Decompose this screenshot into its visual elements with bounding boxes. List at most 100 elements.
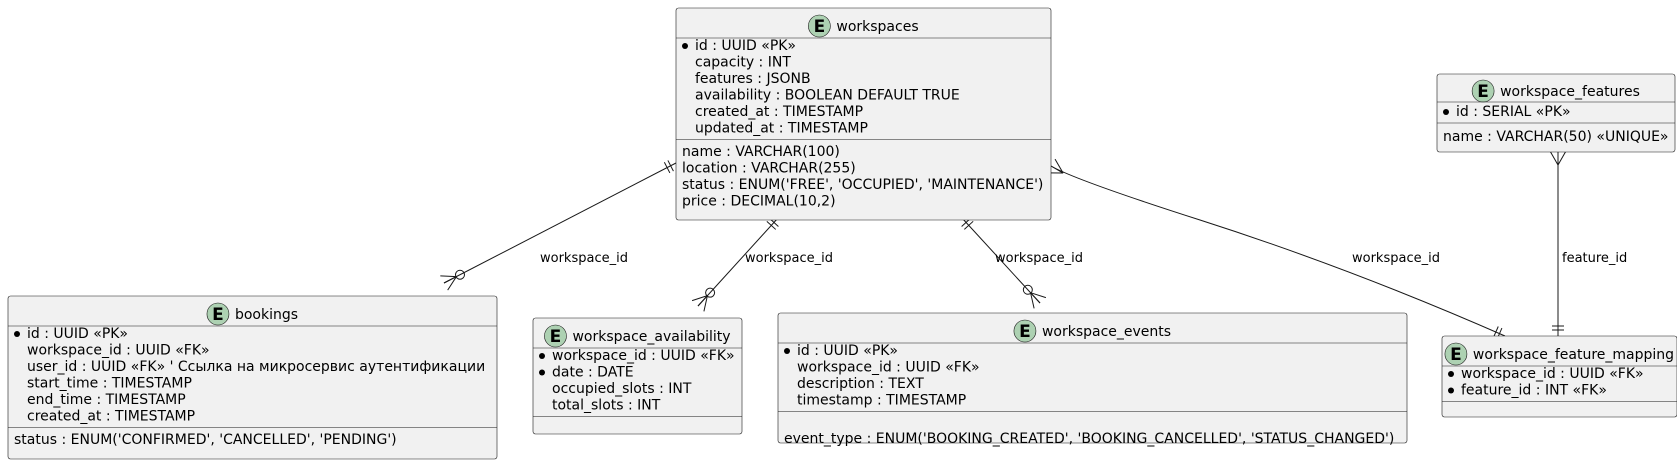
field-row: user_id : UUID «FK» ' Ссылка на микросер… bbox=[27, 359, 485, 375]
relationship-label: workspace_id bbox=[745, 251, 833, 266]
field-row: status : ENUM('FREE', 'OCCUPIED', 'MAINT… bbox=[682, 177, 1043, 193]
one-bar-icon bbox=[1492, 326, 1499, 338]
relationship-label: workspace_id bbox=[540, 251, 628, 266]
field-row: workspace_id : UUID «FK» bbox=[552, 348, 735, 364]
field-row: id : UUID «PK» bbox=[695, 38, 796, 54]
entity-box bbox=[1436, 73, 1676, 153]
entity-workspaces: workspaces Eid : UUID «PK»capacity : INTf… bbox=[675, 7, 1052, 221]
entity-badge-letter: E bbox=[212, 305, 224, 325]
entity-workspace-events: workspace_events Eid : UUID «PK»workspace… bbox=[777, 312, 1408, 447]
entity-title: workspace_events bbox=[1042, 324, 1171, 340]
crow-foot-icon bbox=[1549, 150, 1559, 166]
entity-box bbox=[7, 295, 498, 460]
one-bar-icon bbox=[667, 160, 674, 172]
field-row: occupied_slots : INT bbox=[552, 381, 692, 397]
zero-circle-icon bbox=[454, 269, 465, 280]
entity-title: workspace_features bbox=[1500, 84, 1640, 100]
entity-title: workspace_feature_mapping bbox=[1473, 347, 1674, 363]
crow-foot-icon bbox=[1030, 292, 1041, 304]
relationship-workspace-features-workspace-feature-mapping: feature_id bbox=[1549, 150, 1627, 336]
crow-foot-icon bbox=[703, 295, 708, 312]
entity-bookings: bookings Eid : UUID «PK»workspace_id : UU… bbox=[7, 295, 498, 460]
entity-badge-letter: E bbox=[1477, 82, 1489, 102]
field-row: total_slots : INT bbox=[552, 398, 661, 414]
relationship-label: workspace_id bbox=[995, 251, 1083, 266]
relationship-line bbox=[443, 162, 677, 284]
mandatory-bullet-icon bbox=[1448, 387, 1454, 394]
field-row: date : DATE bbox=[552, 365, 634, 381]
zero-circle-icon bbox=[705, 287, 716, 298]
field-row: features : JSONB bbox=[695, 71, 811, 87]
relationship-line bbox=[697, 217, 779, 307]
crow-foot-icon bbox=[443, 276, 457, 284]
entity-badge-icon bbox=[1013, 319, 1037, 343]
entity-title: workspace_availability bbox=[572, 329, 730, 345]
crow-foot-icon bbox=[1050, 165, 1064, 174]
entity-badge-letter: E bbox=[550, 327, 562, 347]
crow-foot-icon bbox=[697, 295, 708, 307]
field-row: id : SERIAL «PK» bbox=[1456, 104, 1571, 120]
mandatory-bullet-icon bbox=[1448, 371, 1454, 377]
entity-title: bookings bbox=[235, 307, 298, 323]
field-row: id : UUID «PK» bbox=[797, 343, 898, 359]
relationship-label: feature_id bbox=[1562, 251, 1627, 266]
relationship-label: workspace_id bbox=[1352, 251, 1440, 266]
entity-title: workspaces bbox=[836, 19, 918, 35]
field-row: location : VARCHAR(255) bbox=[682, 161, 856, 177]
field-row: id : UUID «PK» bbox=[27, 326, 128, 342]
entity-badge-icon bbox=[1444, 342, 1468, 366]
field-row: start_time : TIMESTAMP bbox=[27, 376, 192, 392]
entity-badge-icon bbox=[808, 14, 831, 38]
crow-foot-icon bbox=[447, 276, 457, 291]
crow-foot-icon bbox=[1030, 292, 1047, 299]
crow-foot-icon bbox=[1054, 158, 1064, 174]
relationship-workspaces-bookings: workspace_id bbox=[440, 160, 677, 291]
field-row: event_type : ENUM('BOOKING_CREATED', 'BO… bbox=[784, 431, 1394, 447]
mandatory-bullet-icon bbox=[1443, 109, 1449, 115]
field-row: end_time : TIMESTAMP bbox=[27, 392, 186, 408]
entity-badge-letter: E bbox=[814, 17, 826, 37]
field-row: feature_id : INT «FK» bbox=[1461, 383, 1607, 399]
zero-circle-icon bbox=[1022, 284, 1033, 295]
entity-box bbox=[532, 317, 743, 435]
relationship-line bbox=[961, 217, 1041, 304]
mandatory-bullet-icon bbox=[539, 369, 545, 376]
field-row: workspace_id : UUID «FK» bbox=[27, 343, 210, 359]
relationship-workspaces-workspace-events: workspace_id bbox=[961, 217, 1083, 309]
relationship-workspaces-workspace-feature-mapping: workspace_id bbox=[1046, 158, 1506, 340]
crow-foot-icon bbox=[1557, 150, 1567, 166]
field-row: timestamp : TIMESTAMP bbox=[797, 393, 966, 409]
field-row: price : DECIMAL(10,2) bbox=[682, 194, 836, 210]
relationship-workspaces-workspace-availability: workspace_id bbox=[691, 217, 833, 312]
field-row: capacity : INT bbox=[695, 55, 791, 71]
field-row: description : TEXT bbox=[797, 376, 924, 392]
field-row: created_at : TIMESTAMP bbox=[27, 409, 195, 425]
one-bar-icon bbox=[663, 162, 671, 174]
field-row: status : ENUM('CONFIRMED', 'CANCELLED', … bbox=[14, 432, 397, 448]
mandatory-bullet-icon bbox=[14, 331, 20, 337]
mandatory-bullet-icon bbox=[784, 348, 790, 354]
field-row: workspace_id : UUID «FK» bbox=[1461, 366, 1644, 382]
field-row: name : VARCHAR(50) «UNIQUE» bbox=[1443, 129, 1669, 145]
entity-box bbox=[1441, 335, 1677, 418]
mandatory-bullet-icon bbox=[539, 353, 545, 359]
crow-foot-icon bbox=[691, 295, 708, 302]
entity-badge-letter: E bbox=[1450, 345, 1462, 365]
entity-badge-letter: E bbox=[1019, 322, 1031, 342]
field-row: created_at : TIMESTAMP bbox=[695, 104, 863, 120]
entity-box bbox=[777, 312, 1408, 444]
entity-badge-icon bbox=[544, 324, 567, 348]
field-row: availability : BOOLEAN DEFAULT TRUE bbox=[695, 88, 960, 104]
one-bar-icon bbox=[766, 220, 777, 230]
crow-foot-icon bbox=[440, 275, 457, 278]
entity-workspace-features: workspace_features Eid : SERIAL «PK» name … bbox=[1436, 73, 1676, 153]
field-row: workspace_id : UUID «FK» bbox=[797, 360, 980, 376]
field-row: name : VARCHAR(100) bbox=[682, 144, 840, 160]
entity-badge-icon bbox=[206, 302, 230, 326]
entity-box bbox=[675, 7, 1052, 221]
mandatory-bullet-icon bbox=[682, 43, 688, 49]
crow-foot-icon bbox=[1030, 292, 1035, 309]
